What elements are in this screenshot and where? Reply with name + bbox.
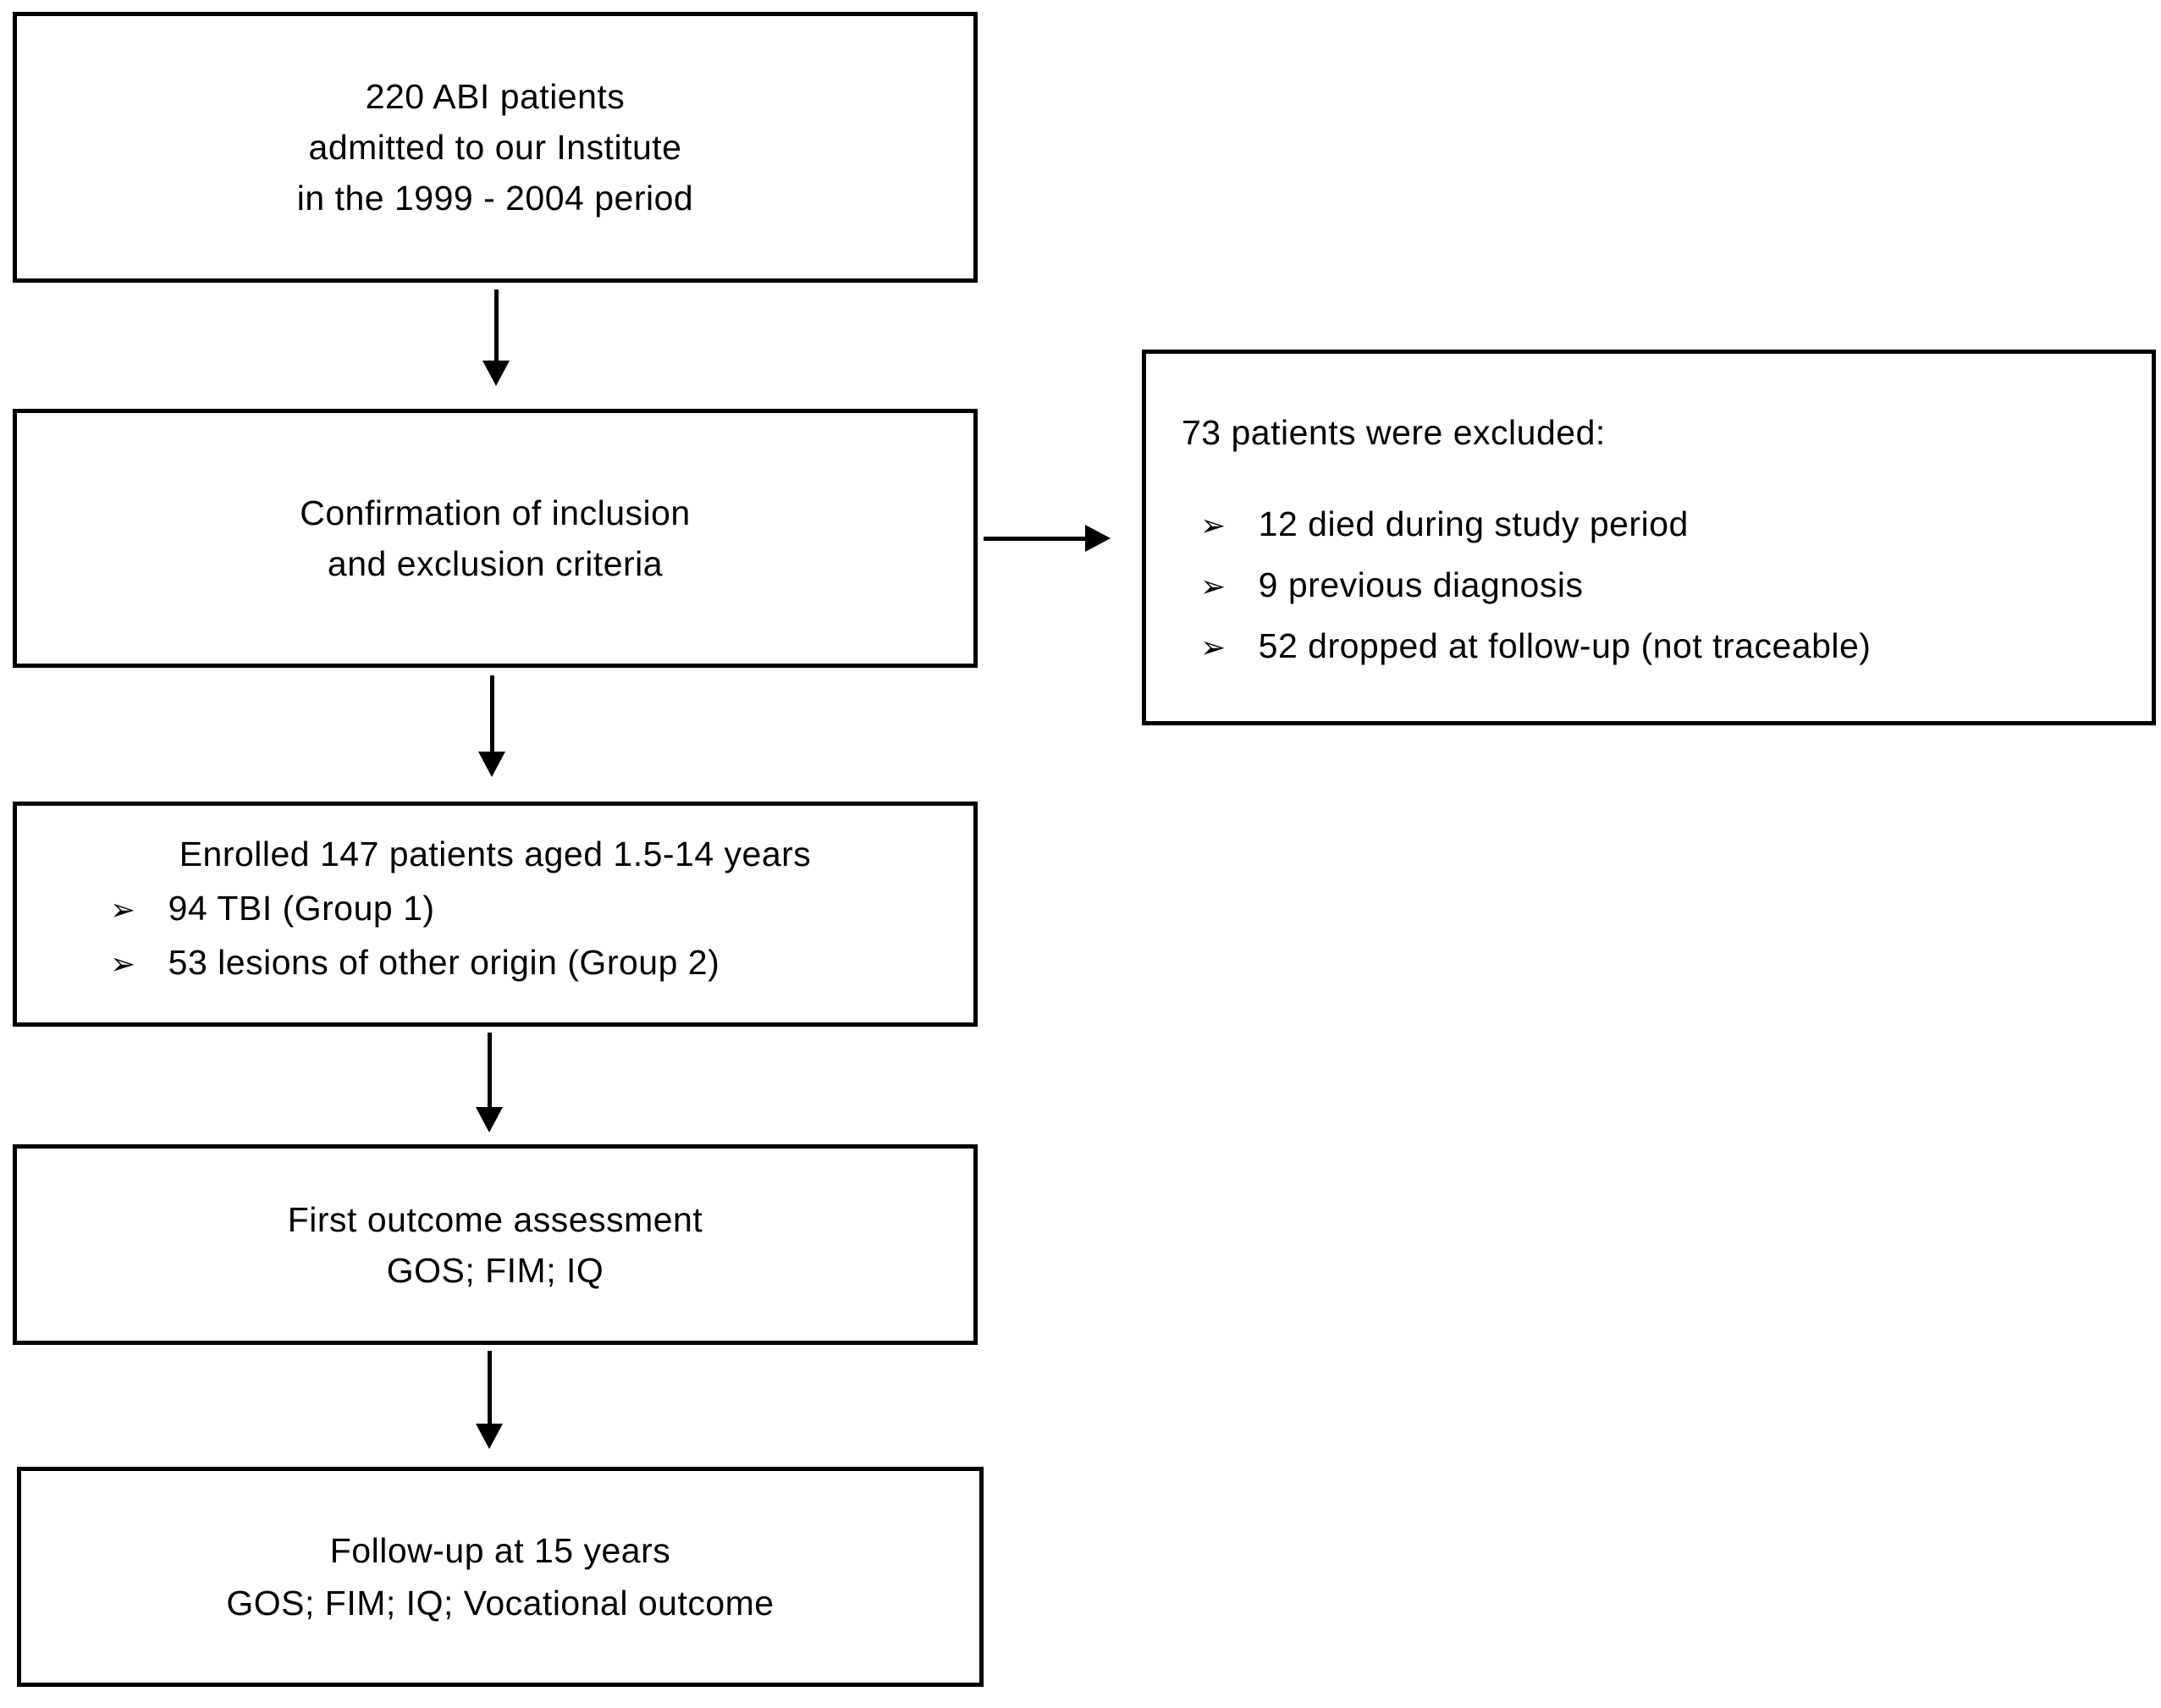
arrow-stem [487,1351,492,1424]
arrowhead-bullet-icon: ➢ [1200,630,1227,664]
enrolled-bullet-list: ➢ 94 TBI (Group 1) ➢ 53 lesions of other… [110,882,973,990]
criteria-line-1: Confirmation of inclusion [300,493,691,532]
arrow-down-head-icon [476,1107,503,1132]
arrowhead-bullet-icon: ➢ [110,946,136,981]
list-item: ➢ 52 dropped at follow-up (not traceable… [1200,616,2118,677]
criteria-line-2: and exclusion criteria [327,544,664,583]
arrow-stem [489,675,494,752]
arrow-stem [984,536,1085,541]
flow-box-excluded-patients: 73 patients were excluded: ➢ 12 died dur… [1142,350,2156,725]
followup-line-2: GOS; FIM; IQ; Vocational outcome [226,1584,775,1623]
first-outcome-line-2: GOS; FIM; IQ [386,1250,604,1290]
list-item: ➢ 53 lesions of other origin (Group 2) [110,936,973,990]
arrow-criteria-to-excluded [984,523,1111,554]
arrow-first-outcome-to-followup [474,1351,504,1449]
arrow-right-head-icon [1085,525,1111,552]
arrow-down-head-icon [478,752,505,777]
excluded-title: 73 patients were excluded: [1182,413,1606,452]
arrow-down-head-icon [482,361,510,386]
flow-box-first-outcome: First outcome assessment GOS; FIM; IQ [13,1144,978,1345]
arrow-down-head-icon [476,1424,503,1449]
arrowhead-bullet-icon: ➢ [110,892,136,927]
flow-box-followup: Follow-up at 15 years GOS; FIM; IQ; Voca… [17,1467,984,1687]
excluded-item-3: 52 dropped at follow-up (not traceable) [1258,626,1872,665]
arrow-stem [487,1033,492,1107]
arrowhead-bullet-icon: ➢ [1200,508,1227,543]
admitted-line-1: 220 ABI patients [365,77,626,116]
arrow-enrolled-to-first-outcome [474,1033,504,1132]
followup-line-1: Follow-up at 15 years [329,1531,671,1570]
arrow-criteria-to-enrolled [477,675,507,777]
excluded-item-1: 12 died during study period [1258,504,1689,543]
enrolled-title: Enrolled 147 patients aged 1.5-14 years [179,835,812,873]
list-item: ➢ 9 previous diagnosis [1200,555,2118,616]
flow-box-criteria-confirmation: Confirmation of inclusion and exclusion … [13,409,978,668]
list-item: ➢ 94 TBI (Group 1) [110,882,973,936]
first-outcome-line-1: First outcome assessment [287,1199,703,1239]
admitted-line-2: admitted to our Institute [308,128,682,167]
admitted-line-3: in the 1999 - 2004 period [296,179,694,218]
flow-box-enrolled-patients: Enrolled 147 patients aged 1.5-14 years … [13,802,978,1027]
list-item: ➢ 12 died during study period [1200,494,2118,555]
excluded-bullet-list: ➢ 12 died during study period ➢ 9 previo… [1200,494,2118,677]
arrow-admitted-to-criteria [481,289,511,386]
enrolled-item-1: 94 TBI (Group 1) [168,889,435,928]
flow-box-admitted-patients: 220 ABI patients admitted to our Institu… [13,12,978,283]
excluded-item-2: 9 previous diagnosis [1258,565,1584,604]
enrolled-item-2: 53 lesions of other origin (Group 2) [168,943,720,982]
arrowhead-bullet-icon: ➢ [1200,569,1227,603]
arrow-stem [493,289,499,361]
